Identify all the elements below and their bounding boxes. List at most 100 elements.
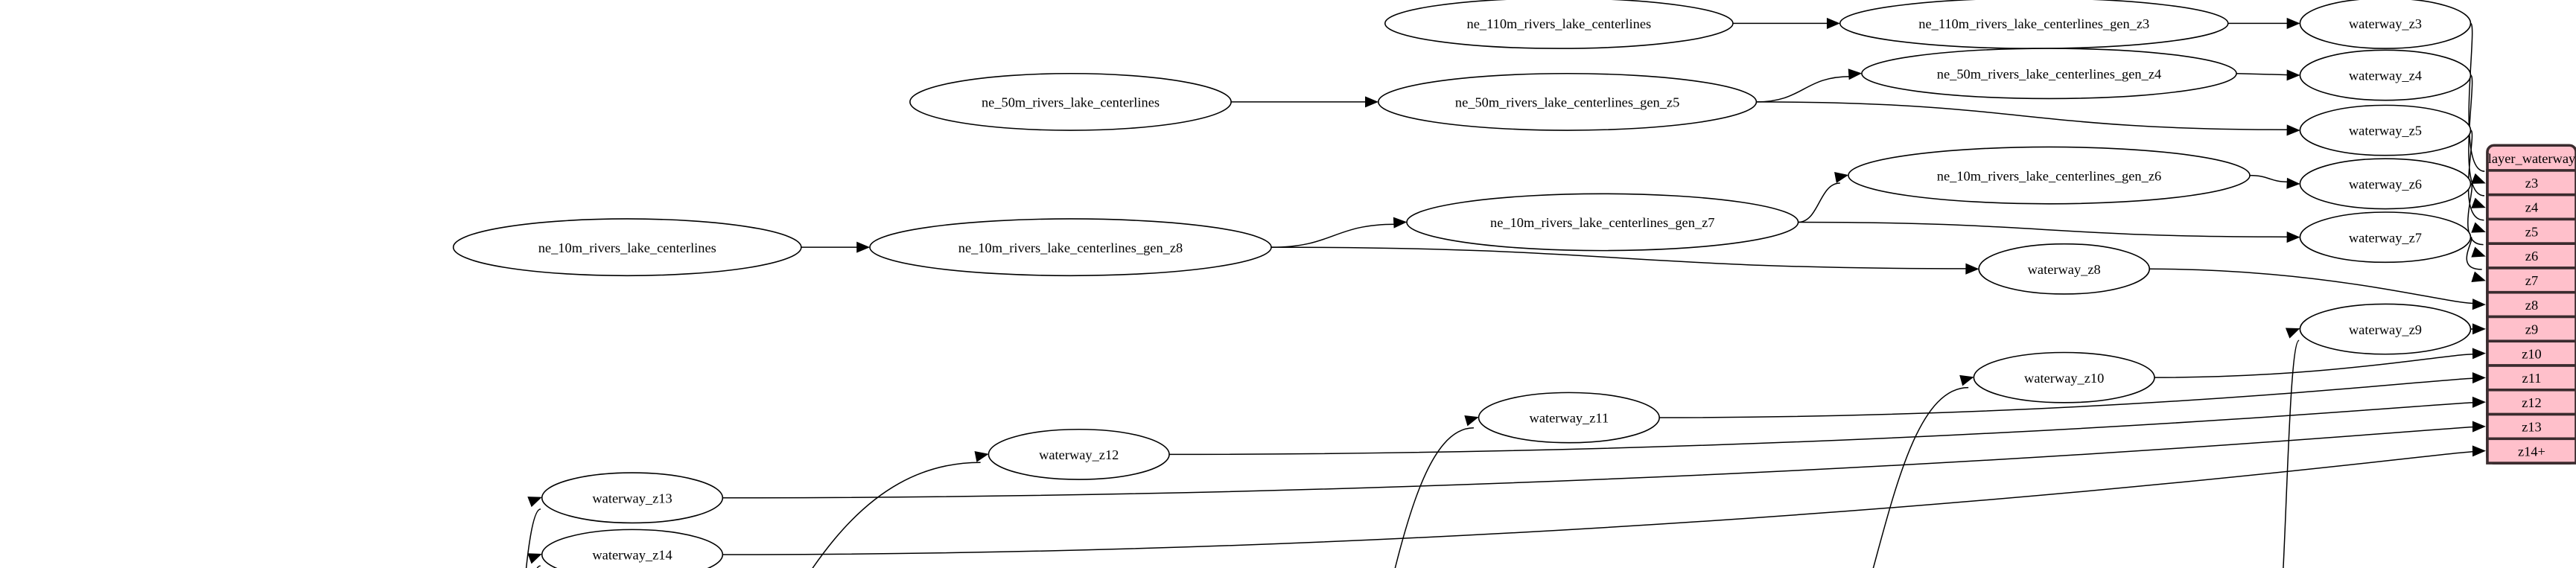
edge-ne_10m_rivers_lake_centerlines_gen_z8-to-waterway_z8	[1271, 247, 1968, 269]
node-shape-ne_50m_rivers_lake_centerlines_gen_z5	[1378, 74, 1757, 130]
edge-arrowhead	[1834, 172, 1849, 183]
node-waterway_z8[interactable]: waterway_z8	[1979, 244, 2149, 294]
node-waterway_z3[interactable]: waterway_z3	[2300, 0, 2470, 48]
edge-osm_waterway_linestring-to-waterway_z12	[489, 462, 981, 568]
edge-arrowhead	[1965, 263, 1979, 275]
node-waterway_z12[interactable]: waterway_z12	[988, 430, 1169, 479]
edge-waterway_z3-to-record-z3	[2469, 23, 2484, 171]
edge-arrowhead	[2286, 17, 2300, 29]
edge-ne_10m_rivers_lake_centerlines_gen_z7-to-ne_10m_rivers_lake_centerlines_gen_z6	[1799, 183, 1840, 222]
edges-layer	[48, 17, 2486, 568]
edge-waterway_z12-to-record-z12	[1169, 403, 2474, 455]
node-shape-waterway_z7	[2300, 212, 2470, 262]
edge-arrowhead	[2471, 222, 2486, 233]
edge-ne_50m_rivers_lake_centerlines_gen_z4-to-waterway_z4	[2236, 74, 2289, 75]
edge-waterway_z5-to-record-z5	[2469, 130, 2484, 220]
node-ne_10m_rivers_lake_centerlines_gen_z8[interactable]: ne_10m_rivers_lake_centerlines_gen_z8	[870, 219, 1271, 275]
record-node-layer-waterway: layer_waterwayz3z4z5z6z7z8z9z10z11z12z13…	[2486, 144, 2576, 465]
node-waterway_z14[interactable]: waterway_z14	[542, 529, 723, 568]
edge-ne_10m_rivers_lake_centerlines_gen_z7-to-waterway_z7	[1799, 222, 2289, 237]
edge-osm_important_waterway_linestring_gen_z10-to-waterway_z10	[1783, 388, 1968, 568]
record-row-z14plus[interactable]	[2486, 437, 2576, 465]
edge-osm_waterway_linestring-to-waterway_z13	[489, 509, 541, 568]
node-waterway_z4[interactable]: waterway_z4	[2300, 50, 2470, 100]
edge-arrowhead	[1959, 374, 1974, 386]
node-shape-ne_110m_rivers_lake_centerlines	[1385, 0, 1733, 48]
node-ne_10m_rivers_lake_centerlines[interactable]: ne_10m_rivers_lake_centerlines	[454, 219, 801, 275]
node-shape-waterway_z5	[2300, 105, 2470, 155]
node-shape-ne_10m_rivers_lake_centerlines_gen_z7	[1407, 194, 1799, 250]
edge-arrowhead	[2285, 328, 2300, 339]
node-waterway_z11[interactable]: waterway_z11	[1479, 392, 1660, 442]
edge-arrowhead	[2286, 69, 2300, 81]
edge-waterway_z14-to-record-z14plus	[722, 452, 2474, 555]
node-shape-waterway_z14	[542, 529, 723, 568]
node-ne_110m_rivers_lake_centerlines[interactable]: ne_110m_rivers_lake_centerlines	[1385, 0, 1733, 48]
edge-arrowhead	[2472, 348, 2486, 360]
node-waterway_z5[interactable]: waterway_z5	[2300, 105, 2470, 155]
node-shape-waterway_z11	[1479, 392, 1660, 442]
edge-arrowhead	[2472, 299, 2486, 310]
node-shape-waterway_z9	[2300, 304, 2470, 354]
edge-ne_50m_rivers_lake_centerlines_gen_z5-to-ne_50m_rivers_lake_centerlines_gen_z4	[1756, 77, 1851, 102]
record-row-z10[interactable]	[2486, 339, 2576, 367]
node-shape-ne_10m_rivers_lake_centerlines	[454, 219, 801, 275]
edge-arrowhead	[856, 241, 871, 253]
node-ne_50m_rivers_lake_centerlines_gen_z5[interactable]: ne_50m_rivers_lake_centerlines_gen_z5	[1378, 74, 1757, 130]
node-shape-waterway_z12	[988, 430, 1169, 479]
edge-arrowhead	[1826, 17, 1840, 29]
node-waterway_z13[interactable]: waterway_z13	[542, 473, 723, 523]
node-shape-ne_110m_rivers_lake_centerlines_gen_z3	[1840, 0, 2228, 48]
node-ne_10m_rivers_lake_centerlines_gen_z6[interactable]: ne_10m_rivers_lake_centerlines_gen_z6	[1848, 147, 2250, 203]
edge-arrowhead	[1393, 217, 1408, 229]
record-row-z8[interactable]	[2486, 290, 2576, 319]
edge-ne_50m_rivers_lake_centerlines_gen_z5-to-waterway_z5	[1756, 102, 2289, 130]
edge-arrowhead	[1848, 68, 1863, 80]
edge-arrowhead	[1464, 415, 1479, 427]
node-ne_50m_rivers_lake_centerlines[interactable]: ne_50m_rivers_lake_centerlines	[910, 74, 1231, 130]
edge-arrowhead	[1365, 96, 1378, 108]
node-shape-waterway_z8	[1979, 244, 2149, 294]
edge-waterway_z11-to-record-z11	[1659, 378, 2474, 418]
record-row-z5[interactable]	[2486, 217, 2576, 245]
edge-ne_10m_rivers_lake_centerlines_gen_z8-to-ne_10m_rivers_lake_centerlines_gen_z7	[1271, 224, 1396, 247]
edge-arrowhead	[2472, 323, 2486, 335]
edge-waterway_z6-to-record-z6	[2468, 184, 2484, 245]
node-waterway_z6[interactable]: waterway_z6	[2300, 159, 2470, 208]
record-row-z3[interactable]	[2486, 169, 2576, 197]
record-row-z6[interactable]	[2486, 242, 2576, 269]
edge-arrowhead	[2286, 177, 2300, 189]
node-ne_10m_rivers_lake_centerlines_gen_z7[interactable]: ne_10m_rivers_lake_centerlines_gen_z7	[1407, 194, 1799, 250]
edge-arrowhead	[2472, 396, 2486, 408]
edge-waterway_z10-to-record-z10	[2154, 354, 2474, 377]
node-shape-waterway_z13	[542, 473, 723, 523]
record-row-z13[interactable]	[2486, 412, 2576, 441]
edge-osm_important_waterway_linestring_gen_z9-to-waterway_z9	[2273, 340, 2299, 568]
edge-arrowhead	[527, 553, 542, 564]
edge-osm_important_waterway_linestring_gen_z11-to-waterway_z11	[1293, 428, 1474, 568]
node-shape-waterway_z4	[2300, 50, 2470, 100]
edge-arrowhead	[2472, 372, 2486, 384]
node-shape-ne_50m_rivers_lake_centerlines	[910, 74, 1231, 130]
record-row-z9[interactable]	[2486, 315, 2576, 343]
edge-waterway_z7-to-record-z7	[2467, 237, 2481, 269]
record-row-z12[interactable]	[2486, 388, 2576, 416]
node-shape-ne_10m_rivers_lake_centerlines_gen_z6	[1848, 147, 2250, 203]
edge-arrowhead	[974, 450, 989, 462]
edge-waterway_z13-to-record-z13	[722, 427, 2474, 498]
node-waterway_z9[interactable]: waterway_z9	[2300, 304, 2470, 354]
edge-arrowhead	[2471, 173, 2486, 184]
edge-arrowhead	[527, 497, 542, 508]
record-row-z4[interactable]	[2486, 193, 2576, 221]
node-waterway_z10[interactable]: waterway_z10	[1974, 353, 2154, 403]
edge-arrowhead	[2471, 271, 2486, 282]
record-row-z11[interactable]	[2486, 364, 2576, 392]
edge-arrowhead	[2472, 421, 2486, 433]
node-ne_50m_rivers_lake_centerlines_gen_z4[interactable]: ne_50m_rivers_lake_centerlines_gen_z4	[1862, 48, 2236, 98]
record-row-z7[interactable]	[2486, 267, 2576, 294]
nodes-layer: imposm3osm_waterway_linestringosm_import…	[0, 0, 2470, 568]
node-waterway_z7[interactable]: waterway_z7	[2300, 212, 2470, 262]
node-ne_110m_rivers_lake_centerlines_gen_z3[interactable]: ne_110m_rivers_lake_centerlines_gen_z3	[1840, 0, 2228, 48]
edge-arrowhead	[2471, 197, 2486, 208]
